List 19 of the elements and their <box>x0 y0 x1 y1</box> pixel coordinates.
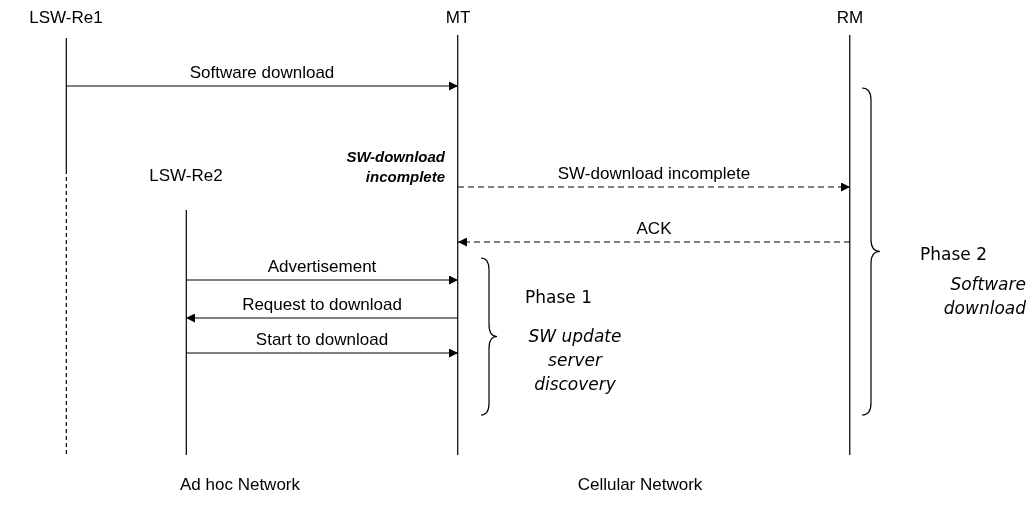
phase-description: Software download <box>942 273 1026 320</box>
network-label: Cellular Network <box>577 475 703 495</box>
phase-description: SW update server discovery <box>527 325 623 396</box>
lifeline-label: LSW-Re2 <box>149 166 223 186</box>
phase-title: Phase 1 <box>525 287 592 307</box>
lifeline-label: LSW-Re1 <box>29 8 103 28</box>
arrow <box>457 182 851 192</box>
edge-label: Request to download <box>240 295 404 315</box>
note-text: SW-download incomplete <box>345 147 445 187</box>
phase-title: Phase 2 <box>920 244 987 264</box>
lifeline-label: MT <box>445 8 471 28</box>
arrow <box>65 81 459 91</box>
network-label: Ad hoc Network <box>180 475 300 495</box>
arrow <box>185 275 459 285</box>
edge-label: SW-download incomplete <box>555 164 753 184</box>
lifeline-label: RM <box>836 8 864 28</box>
arrow <box>457 237 851 247</box>
arrow <box>185 348 459 358</box>
arrow <box>185 313 459 323</box>
